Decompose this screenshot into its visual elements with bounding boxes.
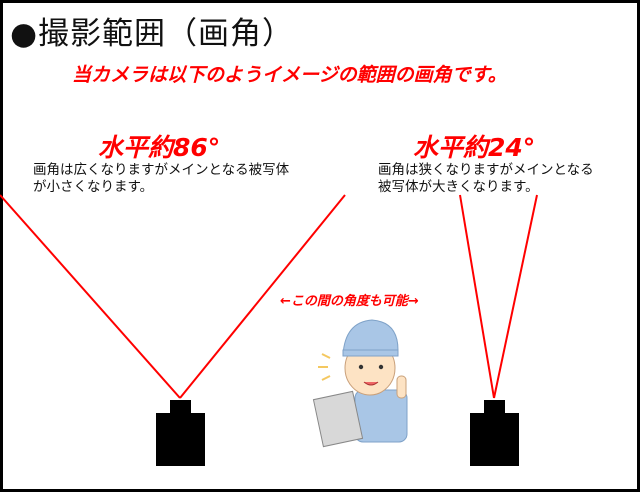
camera-wide-icon [156, 400, 205, 466]
wide-angle-line-right [179, 194, 346, 399]
narrow-desc-line1: 画角は狭くなりますがメインとなる [378, 162, 594, 178]
narrow-angle-label: 水平約24° [413, 133, 536, 162]
wide-angle-description: 画角は広くなりますがメインとなる被写体 が小さくなります。 [33, 162, 289, 196]
worker-illustration-icon [312, 319, 408, 448]
camera-narrow-icon [470, 400, 519, 466]
between-angle-label: ←この間の角度も可能→ [280, 294, 419, 309]
page-title: ●撮影範囲（画角） [10, 16, 295, 52]
narrow-angle-line-left [459, 194, 495, 399]
wide-angle-label: 水平約86° [98, 133, 221, 162]
narrow-angle-line-right [493, 194, 538, 399]
wide-desc-line1: 画角は広くなりますがメインとなる被写体 [33, 162, 290, 178]
narrow-angle-description: 画角は狭くなりますがメインとなる 被写体が大きくなります。 [378, 162, 594, 196]
wide-angle-line-left [0, 194, 181, 399]
wide-desc-line2: が小さくなります。 [33, 179, 154, 195]
narrow-desc-line2: 被写体が大きくなります。 [378, 179, 539, 195]
subtitle: 当カメラは以下のようイメージの範囲の画角です。 [72, 64, 507, 86]
